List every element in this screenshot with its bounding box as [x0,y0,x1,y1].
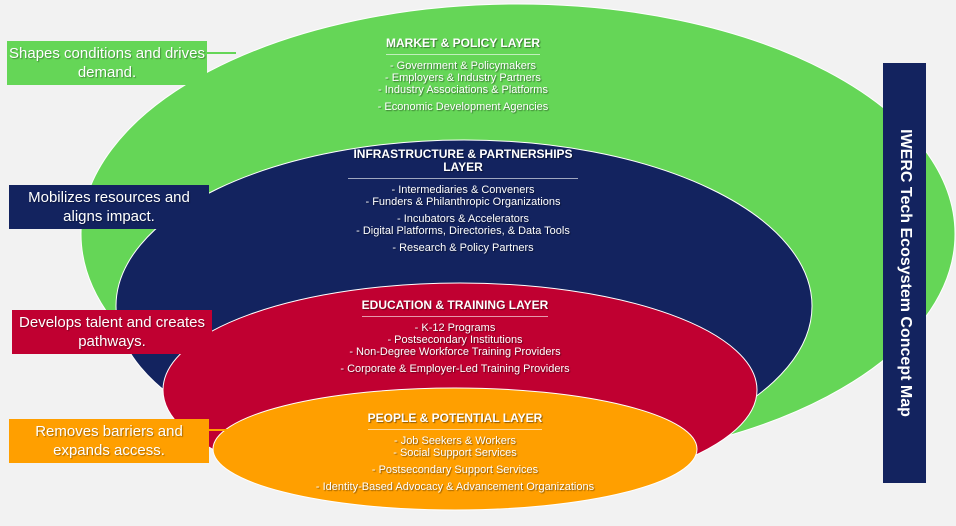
people-ring [212,387,698,511]
layer-item: - Postsecondary Support Services [371,464,539,476]
layer-item: - Job Seekers & Workers [393,435,517,447]
layer-item: - Government & Policymakers [389,60,537,72]
layer-item: - Postsecondary Institutions [387,334,523,346]
concept-map-title: IWERC Tech Ecosystem Concept Map [896,129,914,417]
market-description-label: Shapes conditions and drives demand. [7,41,207,85]
infrastructure-layer: INFRASTRUCTURE & PARTNERSHIPS LAYER - In… [330,148,596,254]
people-description-label: Removes barriers and expands access. [9,419,209,463]
layer-title: PEOPLE & POTENTIAL LAYER [367,412,543,430]
layer-item: - Incubators & Accelerators [396,213,530,225]
education-description-label: Develops talent and creates pathways. [12,310,212,354]
infrastructure-description-label: Mobilizes resources and aligns impact. [9,185,209,229]
education-layer: EDUCATION & TRAINING LAYER - K-12 Progra… [300,296,610,376]
layer-item: - Research & Policy Partners [392,242,534,254]
layer-title: EDUCATION & TRAINING LAYER [361,299,549,317]
layer-item: - Digital Platforms, Directories, & Data… [356,225,570,237]
market-connector [206,52,236,54]
layer-item: - Funders & Philanthropic Organizations [365,196,561,208]
layer-item: - Identity-Based Advocacy & Advancement … [315,481,595,493]
layer-item: - K-12 Programs [414,322,496,334]
layer-item: - Social Support Services [393,447,517,459]
people-layer: PEOPLE & POTENTIAL LAYER - Job Seekers &… [280,409,630,494]
layer-title: INFRASTRUCTURE & PARTNERSHIPS LAYER [348,148,578,179]
layer-item: - Economic Development Agencies [377,101,549,113]
people-connector [209,429,231,431]
layer-title: MARKET & POLICY LAYER [385,37,541,55]
layer-item: - Employers & Industry Partners [385,72,541,84]
layer-item: - Non-Degree Workforce Training Provider… [349,346,561,358]
layer-item: - Corporate & Employer-Led Training Prov… [340,363,570,375]
concept-map-title-banner: IWERC Tech Ecosystem Concept Map [883,63,926,483]
market-policy-layer: MARKET & POLICY LAYER - Government & Pol… [330,34,596,114]
layer-item: - Intermediaries & Conveners [391,184,535,196]
layer-item: - Industry Associations & Platforms [378,84,548,96]
